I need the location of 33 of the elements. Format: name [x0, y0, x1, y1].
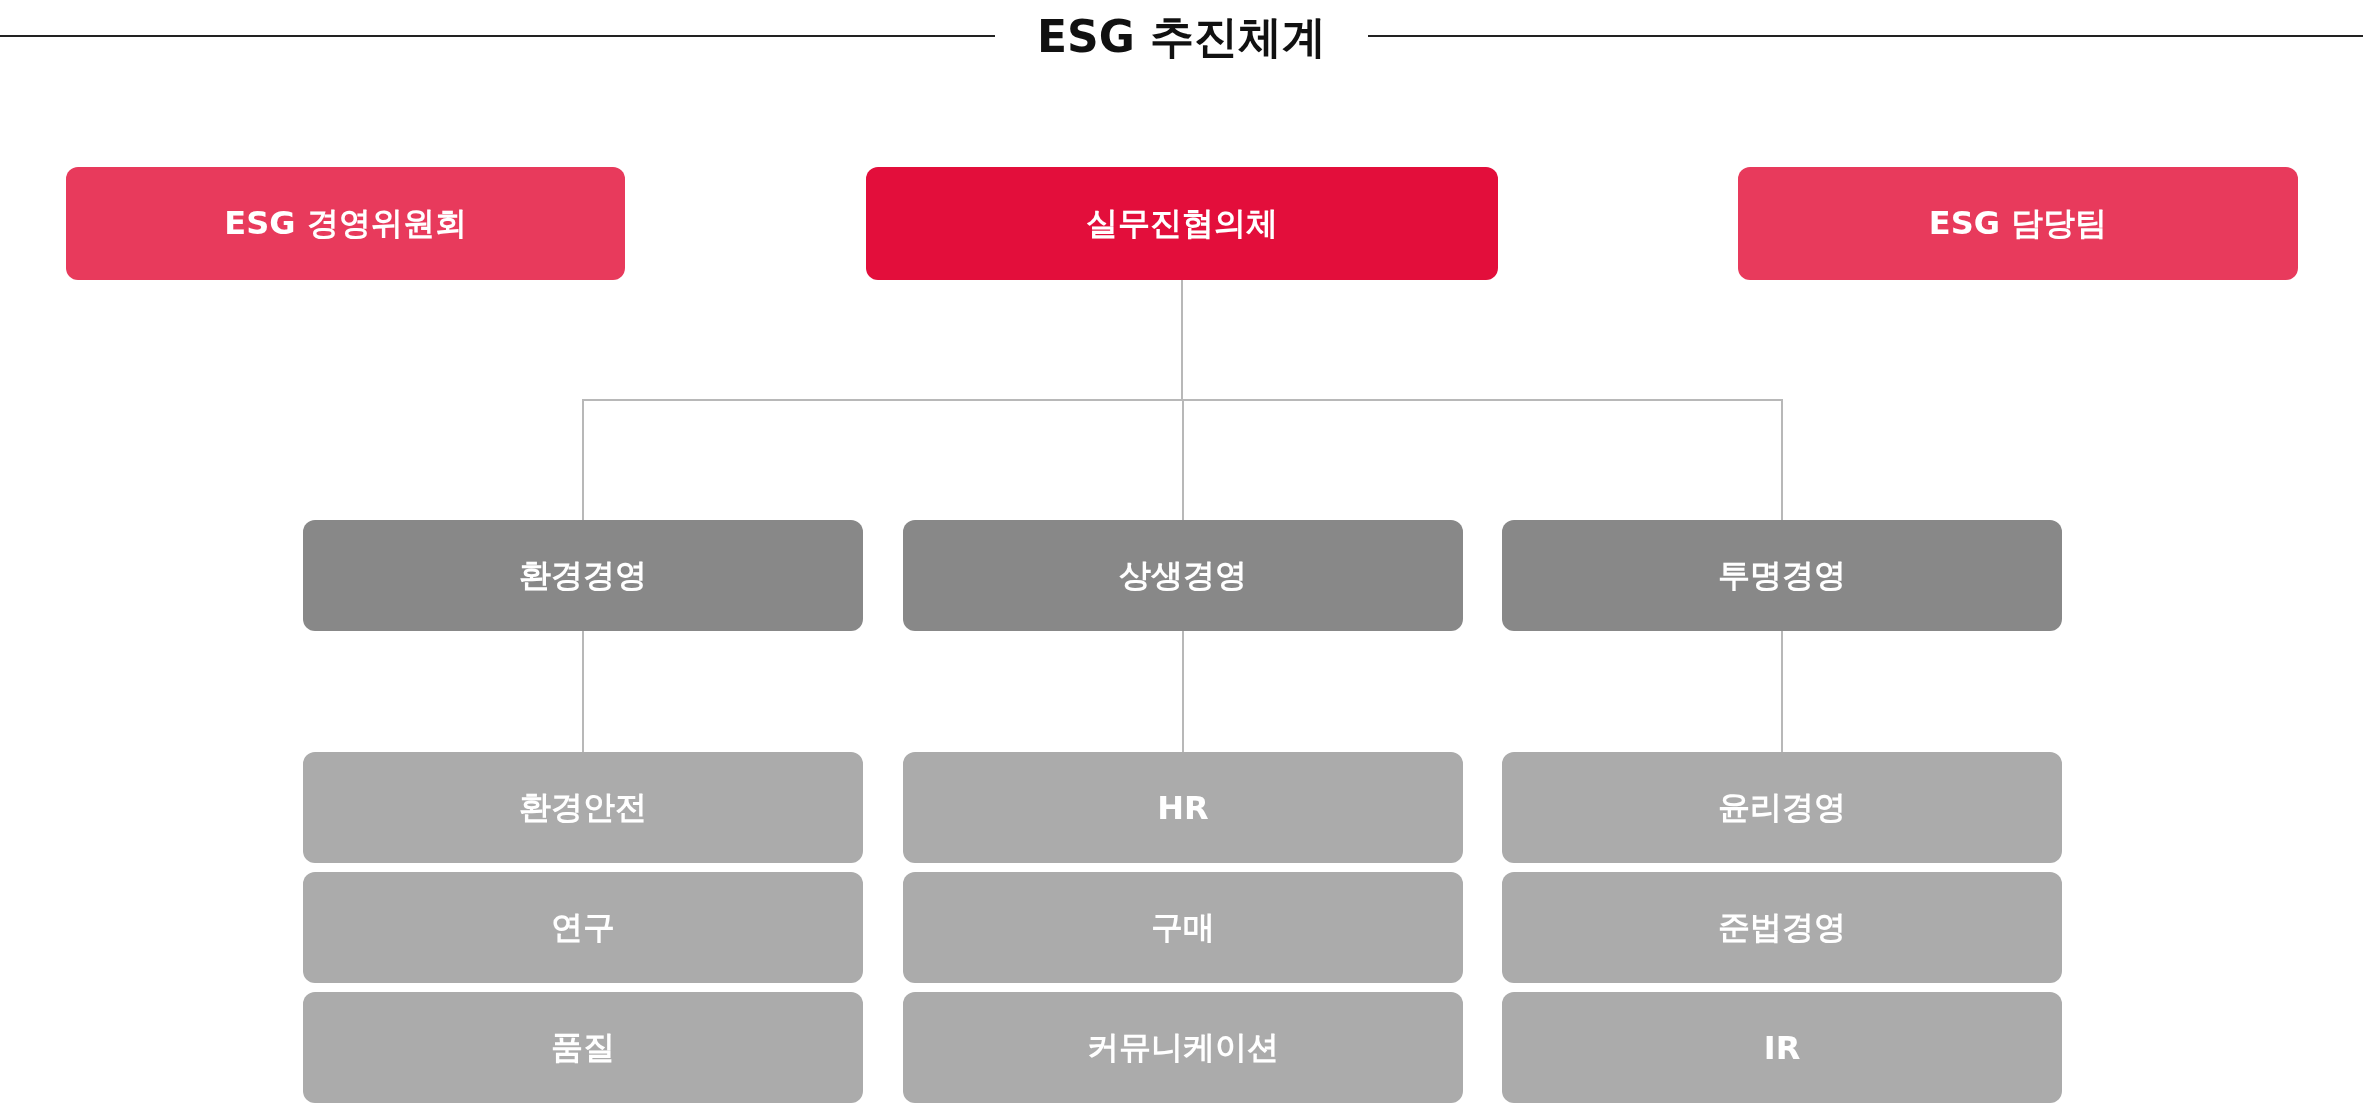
box-label: 환경안전 — [519, 786, 647, 828]
unit-box — [903, 992, 1463, 1103]
connector-line — [1182, 630, 1184, 753]
box-label: 연구 — [551, 906, 615, 948]
box-label: 실무진협의체 — [1086, 202, 1278, 244]
box-label: 준법경영 — [1718, 906, 1846, 948]
box-label: ESG 경영위원회 — [224, 202, 467, 244]
area-box — [303, 520, 863, 631]
box-label: IR — [1763, 1028, 1801, 1067]
area-box — [903, 520, 1463, 631]
unit-box — [303, 992, 863, 1103]
unit-box — [1502, 992, 2062, 1103]
box-label: 환경경영 — [519, 554, 647, 596]
unit-box — [1502, 872, 2062, 983]
box-label: 품질 — [551, 1026, 615, 1068]
unit-box — [903, 872, 1463, 983]
unit-box — [1502, 752, 2062, 863]
box-label: 커뮤니케이션 — [1087, 1026, 1279, 1068]
box-label: HR — [1157, 788, 1209, 827]
council-box — [866, 167, 1498, 280]
connector-line — [582, 630, 584, 753]
unit-box — [903, 752, 1463, 863]
unit-box — [303, 752, 863, 863]
area-box — [1502, 520, 2062, 631]
committee-box — [66, 167, 625, 280]
box-label: 구매 — [1151, 906, 1215, 948]
unit-box — [303, 872, 863, 983]
committee-box — [1738, 167, 2298, 280]
box-label: 상생경영 — [1119, 554, 1247, 596]
box-label: 윤리경영 — [1718, 786, 1846, 828]
box-label: ESG 담당팀 — [1928, 202, 2108, 244]
connector-line — [1781, 630, 1783, 753]
box-label: 투명경영 — [1718, 554, 1846, 596]
